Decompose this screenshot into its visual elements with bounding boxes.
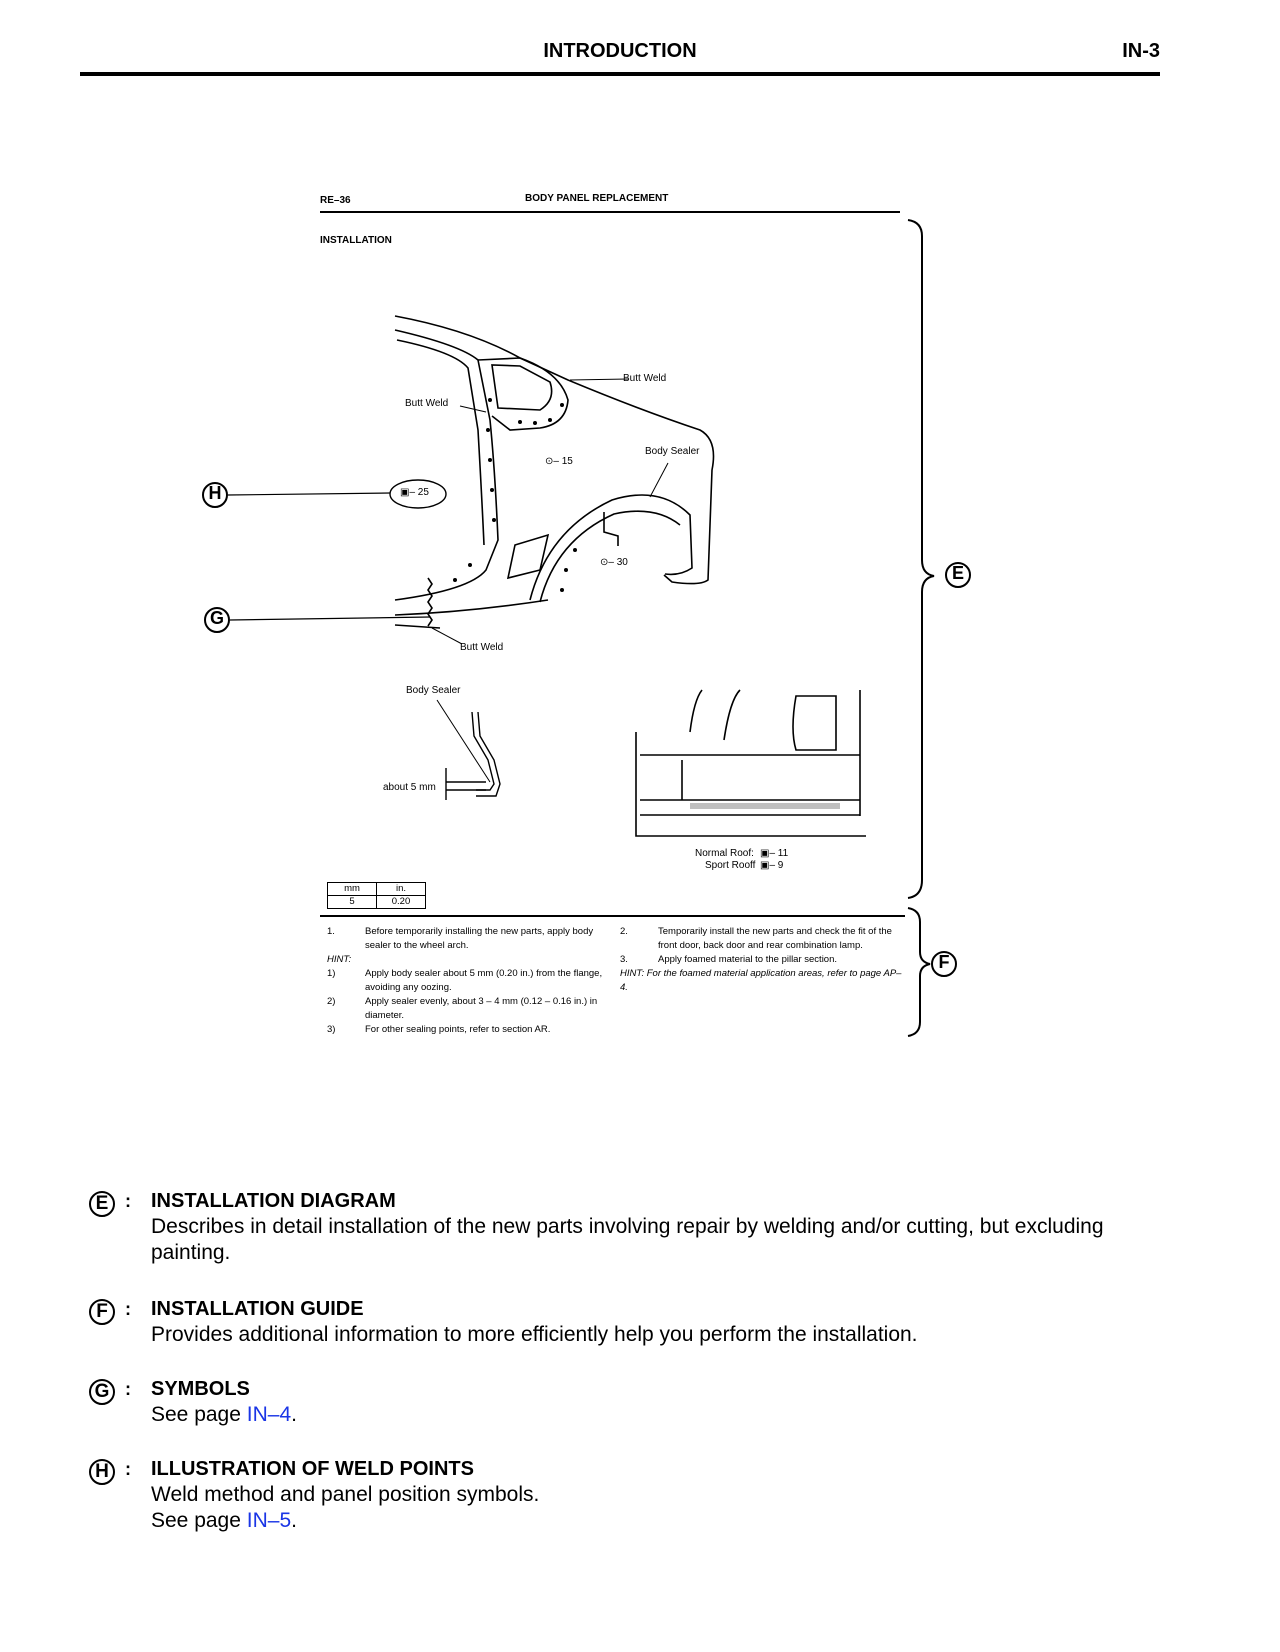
callout-sport-roof: Sport Rooff	[705, 860, 756, 871]
guide-item: 2)Apply sealer evenly, about 3 – 4 mm (0…	[327, 996, 598, 1021]
page-title: INTRODUCTION	[543, 40, 697, 62]
marker-g-circle	[204, 607, 230, 633]
section-rule	[320, 211, 900, 213]
marker-h: H	[208, 483, 222, 503]
legend-colon: :	[125, 1299, 131, 1319]
unit-header-mm: mm	[327, 882, 377, 896]
weld-symbol-ellipse	[389, 479, 447, 509]
weld-9-label: – 9	[769, 860, 784, 871]
weld-25-label: – 25	[409, 487, 429, 498]
unit-value-mm: 5	[327, 895, 377, 909]
weld-symbol-30: ⊙– 30	[600, 557, 628, 568]
legend-item-f: F : INSTALLATION GUIDE Provides addition…	[85, 1296, 1185, 1350]
marker-h-leader	[227, 492, 391, 496]
guide-rule	[320, 915, 905, 917]
guide-item: 1.Before temporarily installing the new …	[327, 926, 594, 951]
weld-symbol-25: ▣– 25	[400, 487, 429, 498]
callout-about-5mm: about 5 mm	[383, 782, 436, 793]
guide-hint: HINT:	[327, 954, 352, 965]
guide-hint: HINT: For the foamed material applicatio…	[620, 968, 902, 993]
marker-g: G	[209, 608, 224, 628]
weld-30-label: – 30	[608, 557, 628, 568]
weld-15-label: – 15	[553, 456, 573, 467]
legend-badge-h: H	[89, 1459, 115, 1485]
page-number: IN-3	[1122, 40, 1160, 62]
guide-item: 1)Apply body sealer about 5 mm (0.20 in.…	[327, 968, 603, 993]
installation-heading: INSTALLATION	[320, 235, 392, 246]
legend-colon: :	[125, 1459, 131, 1479]
callout-butt-weld-bottom: Butt Weld	[460, 642, 504, 653]
guide-item: 2.Temporarily install the new parts and …	[620, 926, 892, 951]
legend-heading: INSTALLATION DIAGRAM	[151, 1190, 396, 1212]
manual-excerpt: RE–36 BODY PANEL REPLACEMENT INSTALLATIO…	[320, 193, 910, 1045]
legend-heading: ILLUSTRATION OF WELD POINTS	[151, 1458, 474, 1480]
legend-badge-f: F	[89, 1299, 115, 1325]
legend-heading: SYMBOLS	[151, 1378, 250, 1400]
section-code: RE–36	[320, 195, 351, 206]
guide-item: 3.Apply foamed material to the pillar se…	[620, 954, 838, 965]
unit-table: mm in. 5 0.20	[327, 882, 426, 909]
guide-left-column: 1.Before temporarily installing the new …	[327, 925, 617, 1037]
legend-colon: :	[125, 1379, 131, 1399]
legend-badge-g: G	[89, 1379, 115, 1405]
legend-description: Weld method and panel position symbols.	[151, 1483, 540, 1506]
marker-h-circle	[202, 482, 228, 508]
rocker-highlight	[690, 803, 840, 809]
marker-e: E	[951, 563, 964, 583]
guide-right-column: 2.Temporarily install the new parts and …	[620, 925, 905, 995]
unit-value-in: 0.20	[376, 895, 426, 909]
legend-description: Describes in detail installation of the …	[151, 1215, 1104, 1264]
page-header: INTRODUCTION IN-3	[80, 36, 1160, 76]
legend-colon: :	[125, 1191, 131, 1211]
legend-item-e: E : INSTALLATION DIAGRAM Describes in de…	[85, 1188, 1185, 1268]
marker-g-leader	[229, 616, 431, 621]
butt-weld-zigzag	[427, 577, 433, 627]
weld-dots	[453, 398, 577, 592]
legend-item-h: H : ILLUSTRATION OF WELD POINTS Weld met…	[85, 1456, 1185, 1536]
callout-normal-roof: Normal Roof:	[695, 848, 754, 859]
legend-heading: INSTALLATION GUIDE	[151, 1298, 364, 1320]
weld-symbol-11: ▣– 11	[760, 848, 789, 859]
bracket-f	[907, 907, 931, 1037]
legend-description: See page IN–5.	[151, 1509, 297, 1532]
weld-11-label: – 11	[769, 848, 789, 859]
guide-item: 3)For other sealing points, refer to sec…	[327, 1024, 551, 1035]
callout-body-sealer-detail: Body Sealer	[406, 685, 461, 696]
rocker-detail-drawing	[635, 689, 866, 837]
legend-item-g: G : SYMBOLS See page IN–4.	[85, 1376, 1185, 1430]
callout-leaders	[431, 378, 669, 783]
legend-description: Provides additional information to more …	[151, 1323, 918, 1346]
weld-symbol-9: ▣– 9	[760, 860, 784, 871]
weld-symbol-15: ⊙– 15	[545, 456, 573, 467]
sealer-detail-drawing	[445, 711, 501, 800]
legend-description: See page IN–4.	[151, 1403, 297, 1426]
link-in-4[interactable]: IN–4	[246, 1403, 292, 1426]
legend-badge-e: E	[89, 1191, 115, 1217]
callout-butt-weld-left: Butt Weld	[405, 398, 449, 409]
marker-f-circle	[931, 951, 957, 977]
section-title: BODY PANEL REPLACEMENT	[525, 193, 669, 204]
callout-butt-weld-top: Butt Weld	[623, 373, 667, 384]
bracket-e	[907, 219, 935, 899]
marker-f: F	[938, 952, 950, 972]
marker-e-circle	[945, 562, 971, 588]
link-in-5[interactable]: IN–5	[246, 1509, 292, 1532]
callout-body-sealer-arch: Body Sealer	[645, 446, 700, 457]
car-body-drawing	[394, 315, 715, 629]
unit-header-in: in.	[376, 882, 426, 896]
